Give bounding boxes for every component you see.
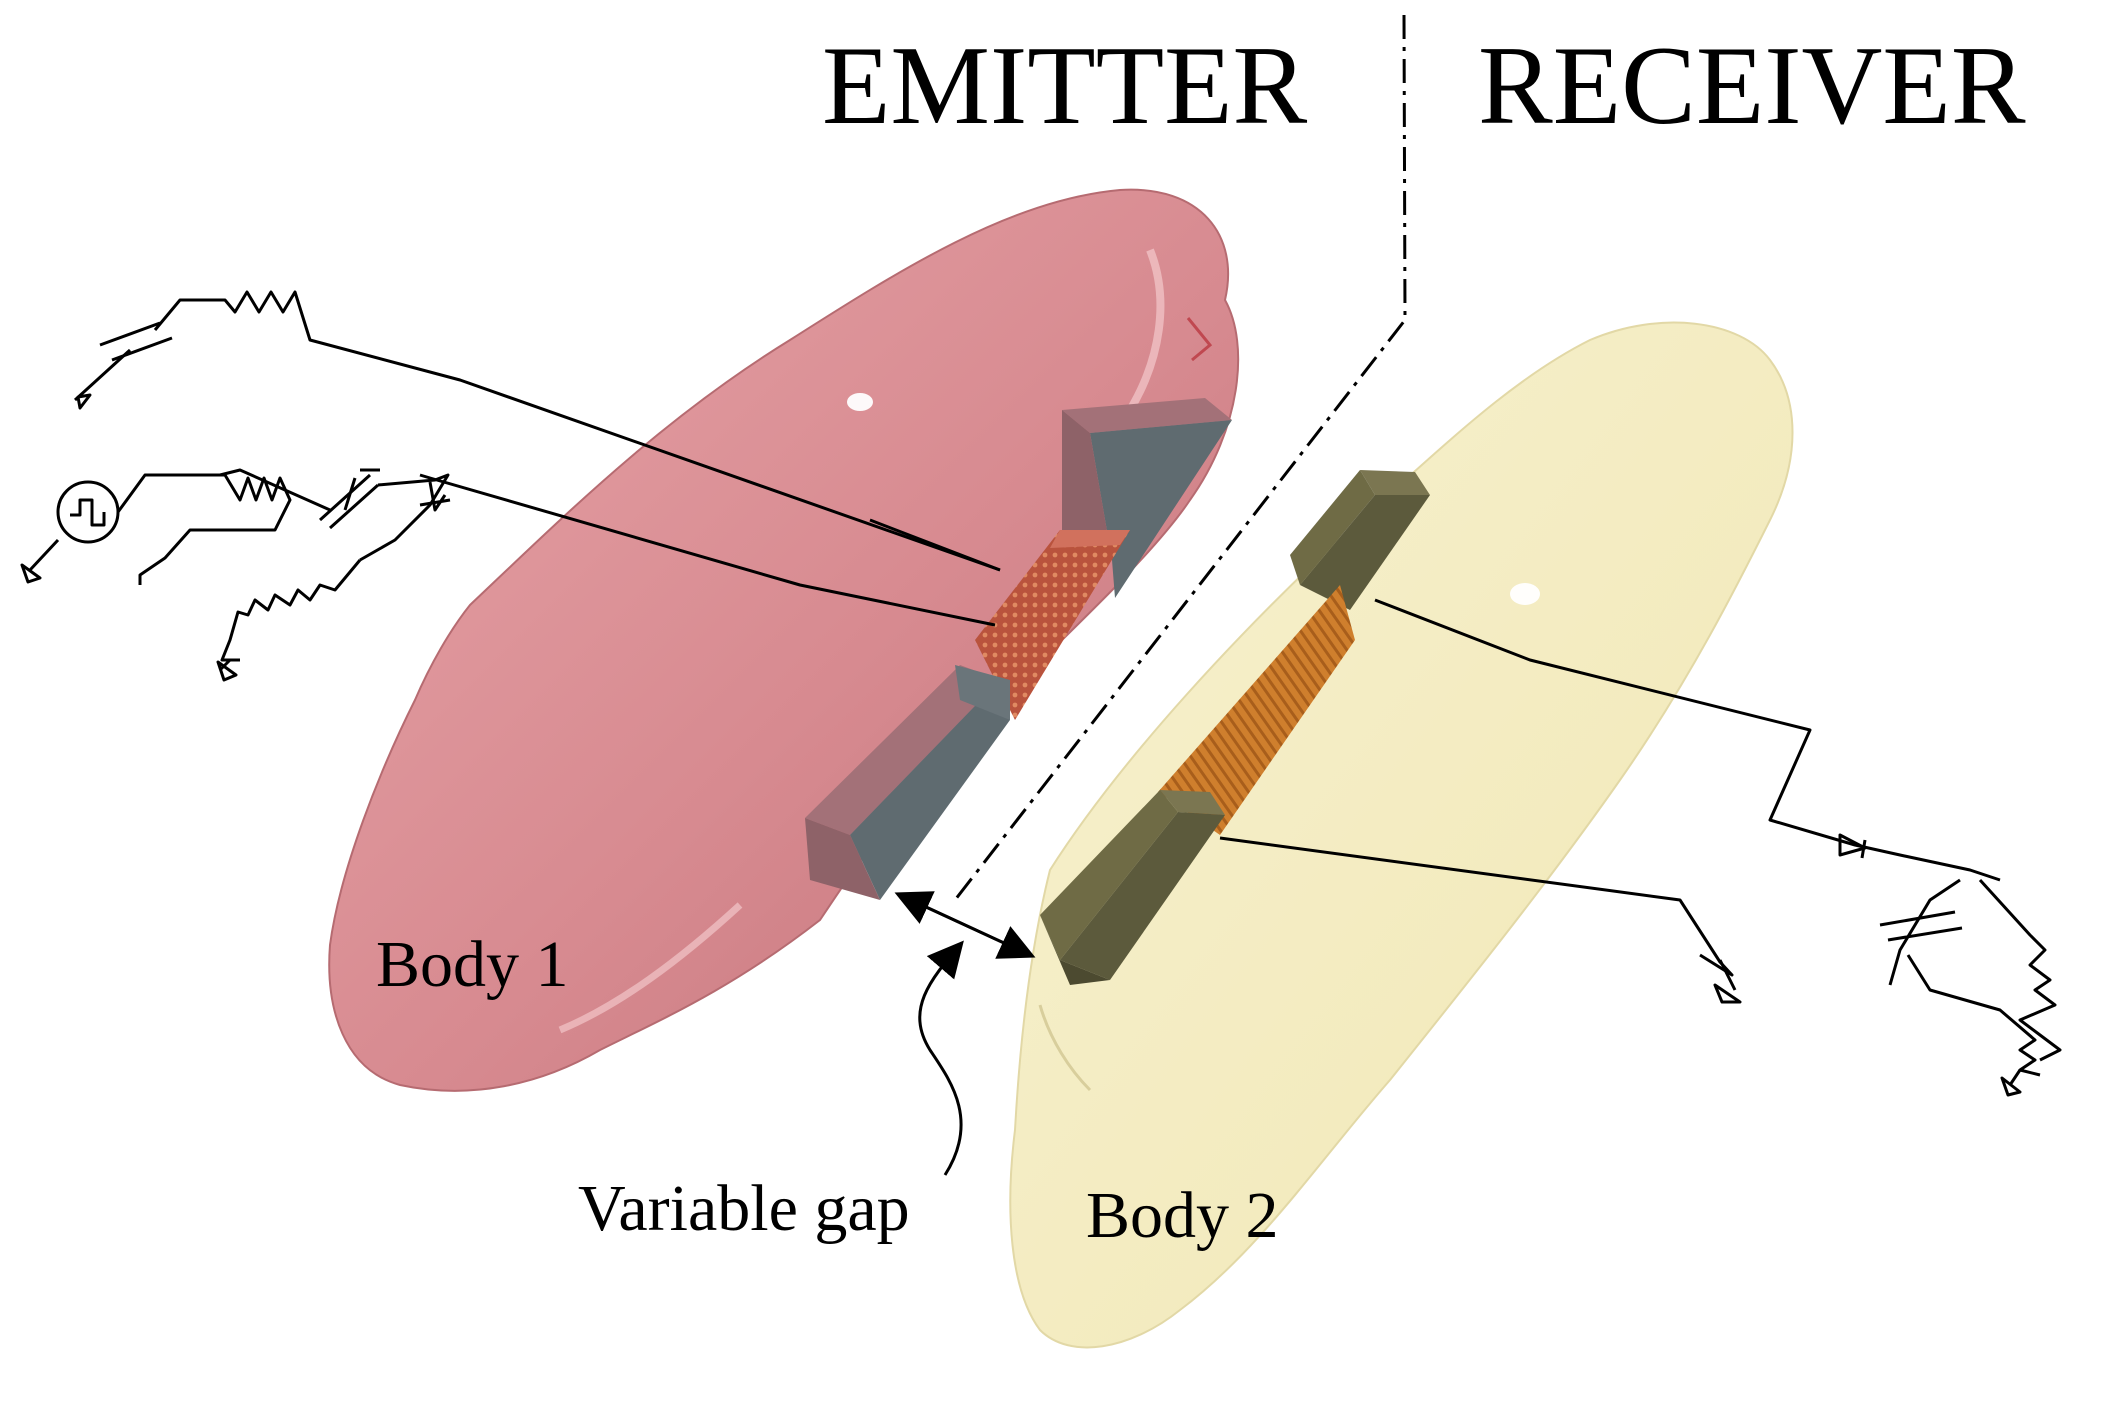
body1-housing bbox=[328, 188, 1240, 1092]
variable-gap-label: Variable gap bbox=[578, 1172, 910, 1245]
receiver-core-upper bbox=[1290, 470, 1430, 610]
body2-label: Body 2 bbox=[1086, 1179, 1279, 1252]
emitter-circuit bbox=[20, 290, 1001, 682]
receiver-coil bbox=[1158, 585, 1355, 835]
emitter-label: EMITTER bbox=[822, 24, 1308, 148]
separator-line bbox=[953, 14, 1407, 901]
receiver-label: RECEIVER bbox=[1478, 24, 2026, 148]
emitter-core-lower bbox=[805, 665, 1010, 900]
receiver-core-lower bbox=[1040, 790, 1225, 985]
emitter-coil bbox=[975, 530, 1130, 720]
gap-arrow bbox=[894, 891, 1036, 1176]
emitter-core-upper bbox=[1062, 398, 1232, 598]
receiver-circuit bbox=[1219, 598, 2062, 1097]
body1-label: Body 1 bbox=[376, 928, 569, 1001]
body2-housing bbox=[1009, 321, 1794, 1349]
